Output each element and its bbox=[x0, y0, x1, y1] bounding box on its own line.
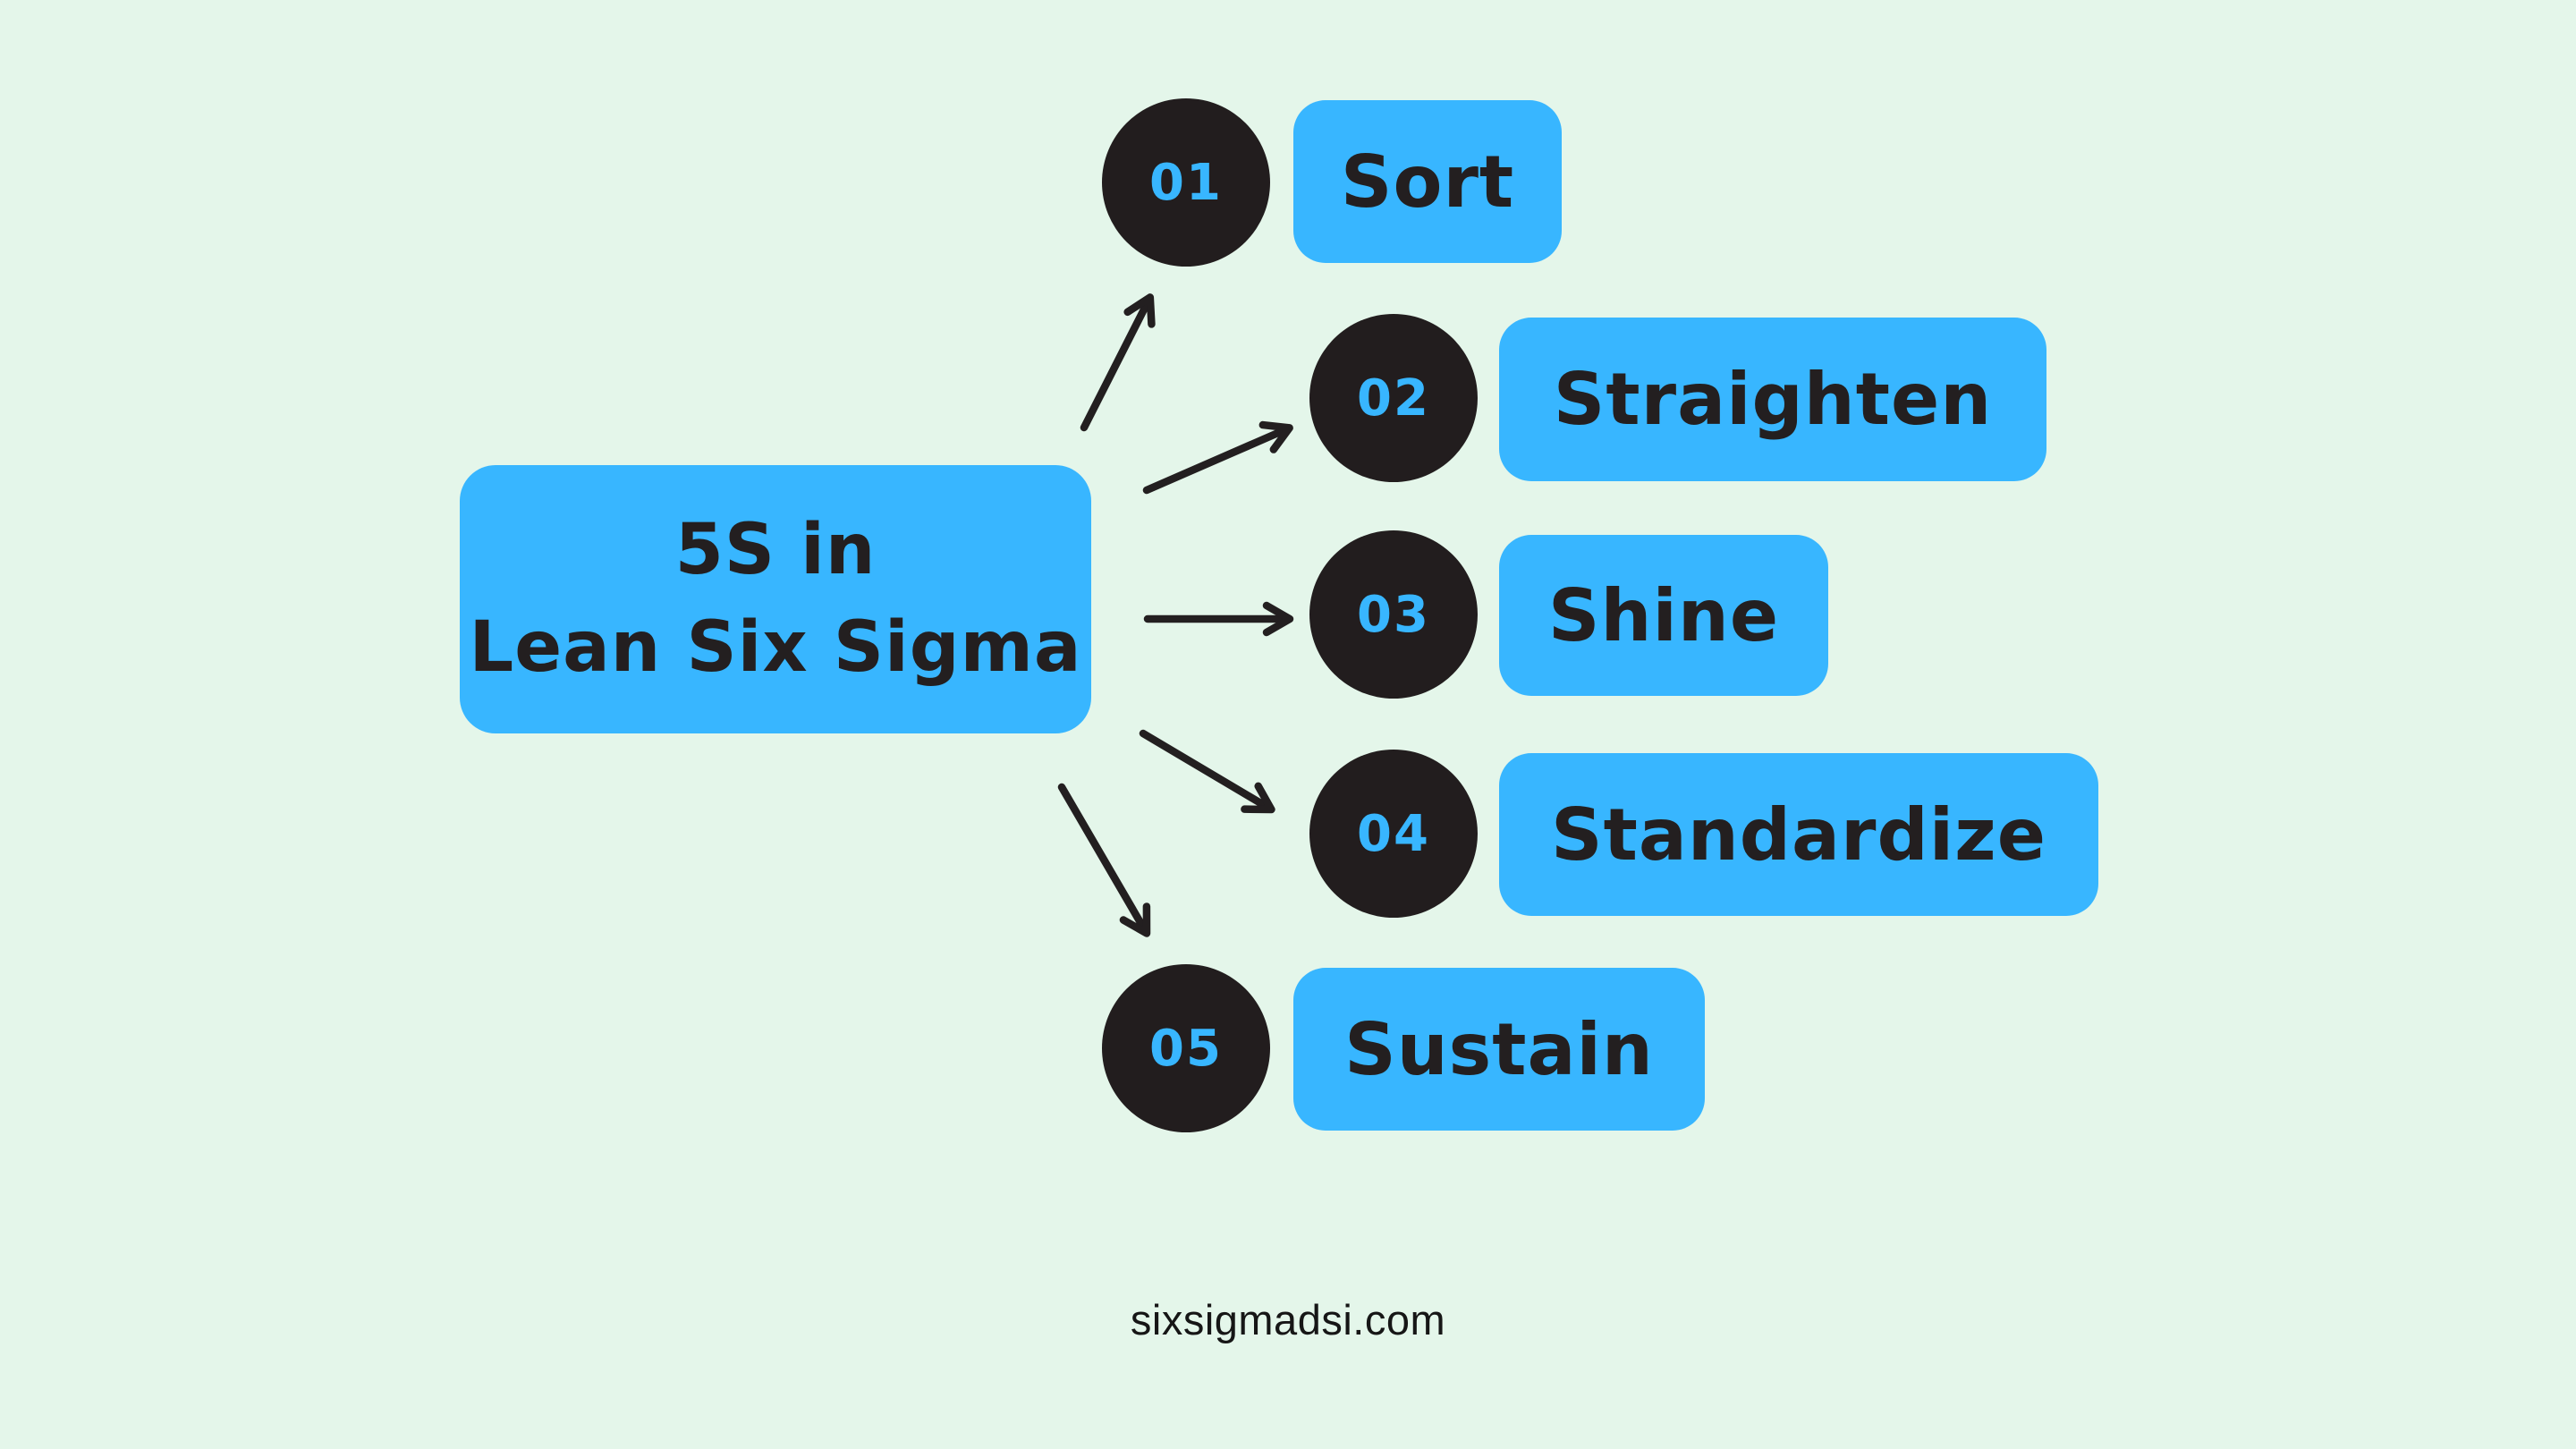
step-label-box-shine: Shine bbox=[1499, 535, 1828, 696]
step-label: Straighten bbox=[1553, 358, 1993, 441]
center-topic-box: 5S in Lean Six Sigma bbox=[460, 465, 1091, 733]
step-label: Standardize bbox=[1550, 792, 2046, 877]
step-label: Shine bbox=[1547, 573, 1780, 657]
center-title-line2: Lean Six Sigma bbox=[469, 607, 1082, 688]
step-label-box-sustain: Sustain bbox=[1293, 968, 1705, 1131]
step-label-box-sort: Sort bbox=[1293, 100, 1562, 263]
arrow-to-step-5 bbox=[1057, 783, 1151, 937]
step-circle-4: 04 bbox=[1309, 750, 1478, 918]
website-credit: sixsigmadsi.com bbox=[1130, 1296, 1446, 1343]
step-number: 03 bbox=[1357, 585, 1430, 644]
arrow-to-step-2 bbox=[1142, 420, 1293, 495]
step-circle-3: 03 bbox=[1309, 530, 1478, 699]
step-number: 04 bbox=[1357, 804, 1430, 863]
arrow-to-step-1 bbox=[1080, 293, 1156, 432]
center-title-line1: 5S in bbox=[674, 509, 877, 590]
step-number: 01 bbox=[1149, 153, 1223, 212]
step-label-box-standardize: Standardize bbox=[1499, 753, 2098, 916]
step-circle-1: 01 bbox=[1102, 98, 1270, 267]
step-number: 02 bbox=[1357, 369, 1430, 428]
step-label-box-straighten: Straighten bbox=[1499, 318, 2046, 481]
step-label: Sort bbox=[1340, 140, 1515, 224]
step-circle-5: 05 bbox=[1102, 964, 1270, 1132]
step-number: 05 bbox=[1149, 1019, 1223, 1078]
step-label: Sustain bbox=[1344, 1007, 1654, 1091]
step-circle-2: 02 bbox=[1309, 314, 1478, 482]
arrow-to-step-4 bbox=[1139, 729, 1275, 814]
